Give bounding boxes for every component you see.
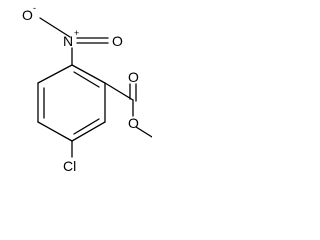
benzene-ring bbox=[37, 64, 106, 142]
ring-bond-c4-c5 bbox=[71, 121, 106, 142]
nitro-oxygen-double-label: O bbox=[112, 33, 123, 49]
carbonyl-oxygen-label: O bbox=[128, 69, 139, 85]
ester-oxygen-label: O bbox=[128, 115, 139, 131]
nitro-nitrogen-label: N bbox=[63, 33, 73, 49]
ring-bond-c6-c1 bbox=[71, 64, 106, 84]
nitro-oxygen-minus-charge: - bbox=[33, 3, 36, 13]
ring-inner-double-top bbox=[73, 71, 100, 88]
nitro-group: O - N + O bbox=[22, 3, 123, 66]
chlorine-label: Cl bbox=[63, 158, 76, 174]
chemical-structure-diagram: O - N + O O O Cl bbox=[22, 3, 152, 174]
bond-ring-to-carbonyl-carbon bbox=[104, 82, 134, 101]
nitro-oxygen-minus-label: O bbox=[22, 7, 33, 23]
ring-bond-c3-c4 bbox=[37, 121, 73, 142]
ring-inner-double-bottom bbox=[73, 118, 100, 135]
chloro-substituent: Cl bbox=[63, 140, 76, 174]
ring-bond-c1-c2 bbox=[37, 64, 73, 84]
bond-nitrogen-to-oxygen-minus bbox=[39, 17, 71, 38]
bond-ester-oxygen-to-methyl bbox=[135, 126, 152, 138]
methyl-ester-group: O O bbox=[104, 69, 152, 138]
nitro-nitrogen-charge: + bbox=[74, 28, 79, 38]
